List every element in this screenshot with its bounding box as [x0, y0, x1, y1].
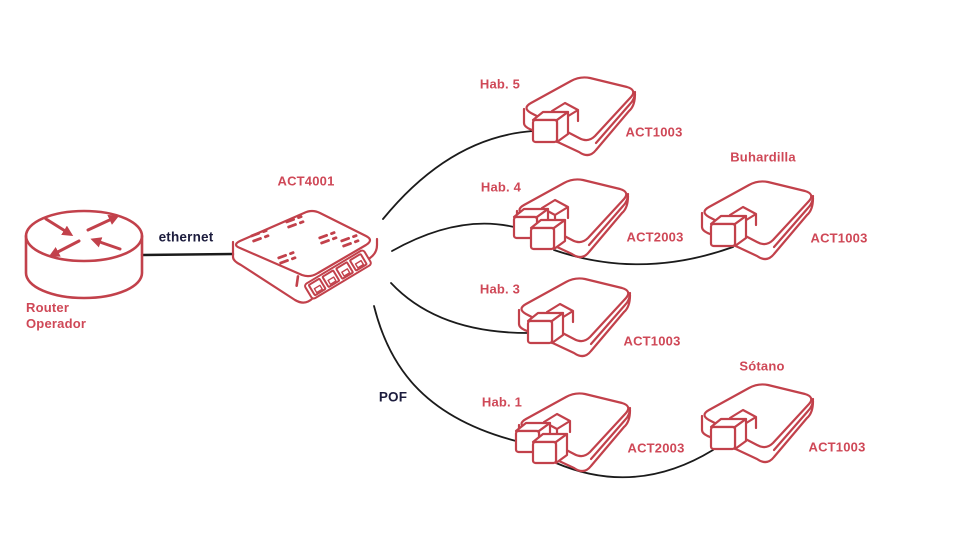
cable-hab4-buhardilla: [553, 246, 734, 266]
router-label: Router Operador: [26, 300, 86, 332]
switch-ports: [304, 249, 372, 300]
router-arrow-out-ne: [86, 215, 120, 232]
device-model-label-hab4: ACT2003: [626, 229, 684, 245]
device-hab5-act1003: [524, 77, 635, 155]
device-hab1-act2003: [516, 393, 630, 471]
device-model-label-buhardilla: ACT1003: [810, 230, 868, 246]
router-label-line2: Operador: [26, 316, 87, 331]
cables: [140, 130, 734, 479]
cable-pof-hab4: [391, 222, 515, 252]
room-label-hab5: Hab. 5: [479, 76, 521, 92]
room-label-sotano: Sótano: [739, 358, 785, 374]
router-arrow-out-sw: [48, 239, 81, 257]
room-label-hab4: Hab. 4: [480, 179, 522, 195]
room-label-hab1: Hab. 1: [481, 394, 523, 410]
device-sotano-act1003: [702, 384, 813, 462]
ethernet-link-label: ethernet: [158, 229, 214, 245]
pof-link-label: POF: [378, 389, 408, 405]
device-buhardilla-act1003: [702, 181, 813, 259]
cable-ethernet: [140, 252, 235, 257]
switch-act4001-icon: [231, 209, 379, 304]
device-hab4-act2003: [514, 179, 628, 257]
cable-pof-hab3: [390, 282, 529, 334]
cable-pof-hab1: [373, 305, 517, 442]
switch-power-led: [295, 275, 300, 287]
switch-model-label: ACT4001: [277, 173, 335, 189]
router-arrow-in-nw: [44, 217, 74, 237]
room-label-buhardilla: Buhardilla: [730, 149, 796, 165]
cable-pof-hab5: [382, 130, 534, 220]
device-hab3-act1003: [519, 278, 630, 356]
device-model-label-hab1: ACT2003: [627, 440, 685, 456]
router-icon: [24, 209, 144, 300]
router-label-line1: Router: [26, 300, 70, 315]
device-model-label-hab3: ACT1003: [623, 333, 681, 349]
device-model-label-sotano: ACT1003: [808, 439, 866, 455]
router-arrow-in-se: [90, 237, 122, 251]
room-label-hab3: Hab. 3: [479, 281, 521, 297]
device-model-label-hab5: ACT1003: [625, 124, 683, 140]
